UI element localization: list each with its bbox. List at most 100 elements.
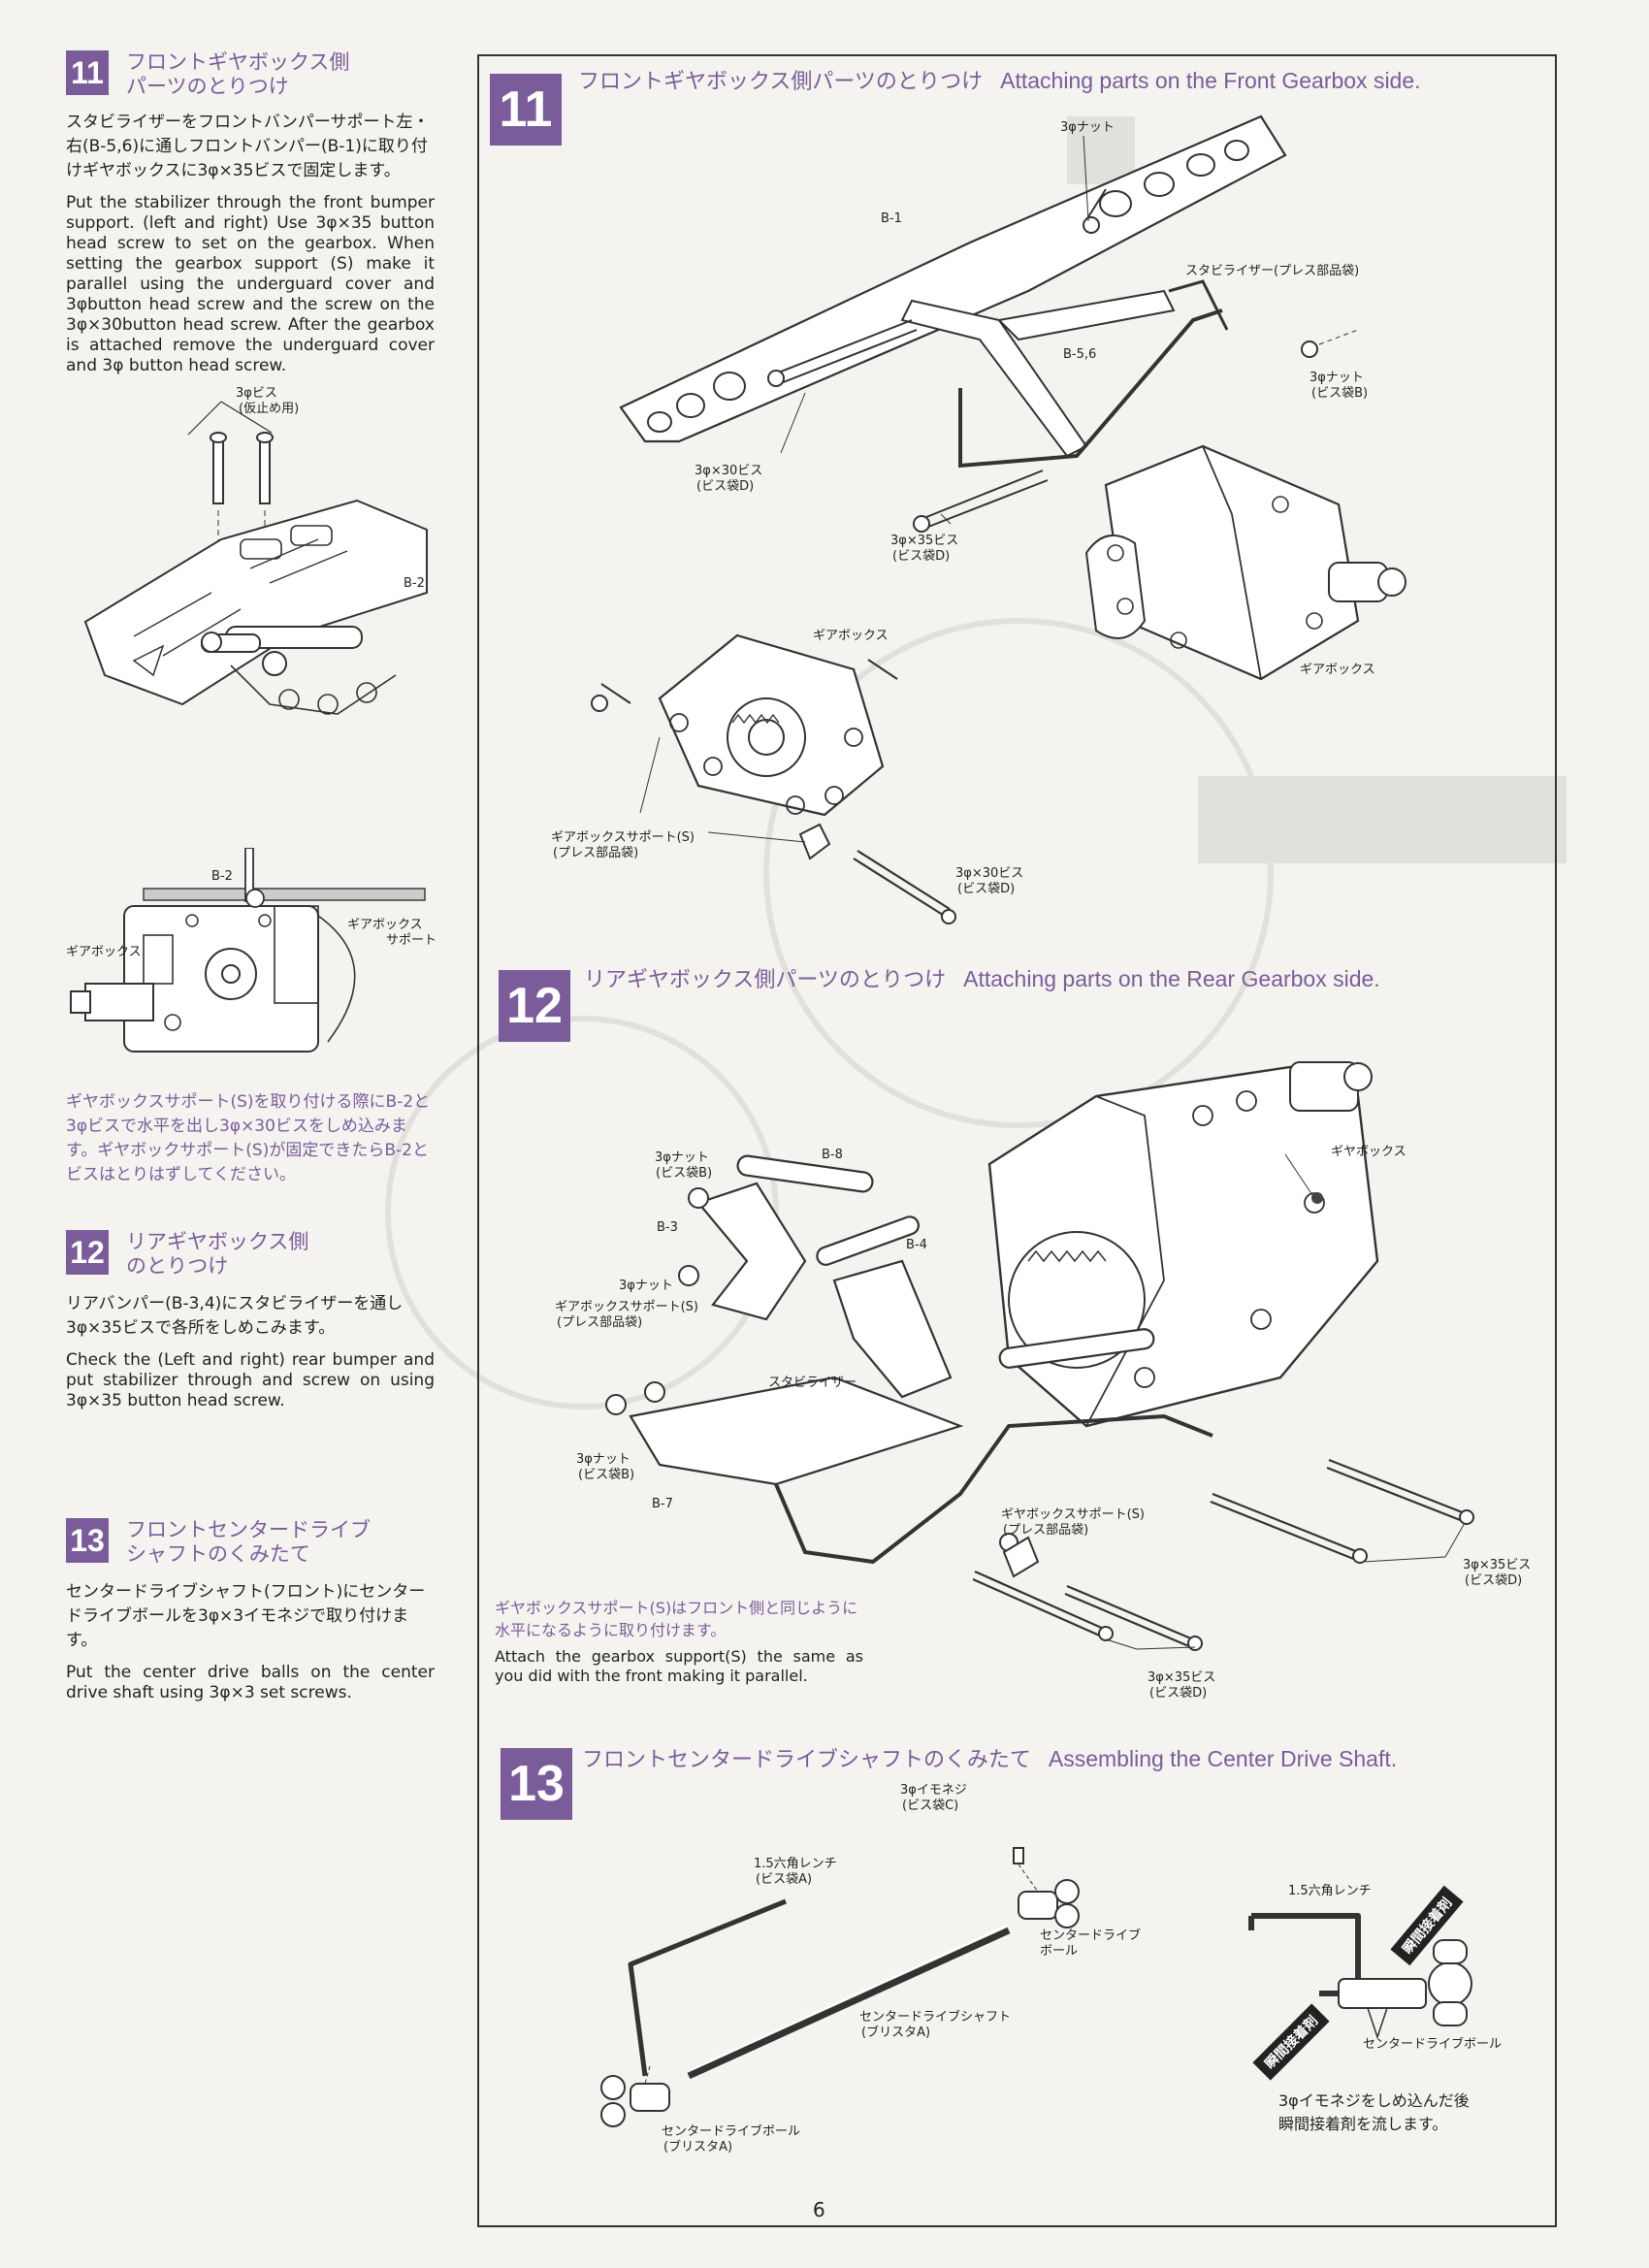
left-step-12-english-text: Check the (Left and right) rear bumper a… (66, 1350, 435, 1410)
step-11-badge: 11 (490, 74, 562, 146)
s13-shaft-bag: (ブリスタA) (861, 2025, 931, 2040)
left-step-11-badge: 11 (66, 50, 109, 95)
s12-screw35a-label: 3φ×35ビス (1463, 1558, 1532, 1572)
fig2-support-label2: サポート (386, 933, 437, 948)
left-step-13-title-line2: シャフトのくみたて (126, 1542, 310, 1566)
s12-screw35a-bag: (ビス袋D) (1465, 1573, 1523, 1588)
left-step-13-title-line1: フロントセンタードライブ (126, 1518, 371, 1541)
step-12-title: リアギヤボックス側パーツのとりつけ Attaching parts on the … (584, 962, 1380, 993)
s13-ball-right-label: センタードライブ (1040, 1928, 1142, 1943)
s13-ball-right-label2: ボール (1040, 1944, 1079, 1959)
s12-nut1-label: 3φナット (655, 1150, 709, 1165)
left-step-12-title-line2: のとりつけ (126, 1254, 229, 1278)
s11-screw30b-bag: (ビス袋D) (957, 882, 1016, 896)
step-13-title-en: Assembling the Center Drive Shaft. (1048, 1746, 1398, 1771)
s11-gearbox-right-label: ギアボックス (1300, 663, 1375, 677)
s11-nut-b-bag: (ビス袋B) (1311, 386, 1369, 401)
s13-wrench-bag: (ビス袋A) (756, 1872, 813, 1887)
diagram-frame (477, 54, 1557, 2227)
s12-b4-label: B-4 (906, 1238, 927, 1252)
s12-b3-label: B-3 (657, 1220, 678, 1235)
s12-nut3-label: 3φナット (576, 1452, 630, 1467)
left-step-11-figure-plate: 3φビス (仮止め用) B-2 (66, 384, 435, 840)
fig1-screw-note: (仮止め用) (239, 402, 300, 416)
fig1-part-label: B-2 (404, 576, 425, 591)
s13-note-line2: 瞬間接着剤を流します。 (1278, 2115, 1448, 2133)
left-step-11-title-line2: パーツのとりつけ (126, 75, 289, 98)
left-step-11-title-line1: フロントギヤボックス側 (126, 50, 350, 74)
s11-stabilizer-label: スタビライザー(プレス部品袋) (1185, 264, 1360, 278)
fig1-screw-label: 3φビス (236, 386, 277, 401)
s12-nut1-bag: (ビス袋B) (656, 1166, 713, 1181)
s12-b7-label: B-7 (652, 1497, 673, 1511)
s11-gearbox-left-label: ギアボックス (813, 629, 889, 643)
s11-support-bag: (プレス部品袋) (553, 846, 639, 860)
step-11-title: フロントギヤボックス側パーツのとりつけ Attaching parts on th… (578, 64, 1421, 95)
s11-b1-label: B-1 (881, 211, 902, 226)
s13-setscrew-bag: (ビス袋C) (902, 1798, 959, 1813)
step-13-badge: 13 (501, 1748, 572, 1820)
plate-drawing (83, 401, 428, 715)
fig2-support-label1: ギアボックス (347, 918, 423, 932)
s11-screw30-label: 3φ×30ビス (695, 464, 763, 478)
step-13-title: フロントセンタードライブシャフトのくみたて Assembling the Cent… (582, 1742, 1397, 1773)
s12-support-label: ギアボックスサポート(S) (555, 1300, 699, 1314)
step-11-title-jp: フロントギヤボックス側パーツのとりつけ (578, 70, 984, 94)
step-12-title-jp: リアギヤボックス側パーツのとりつけ (584, 968, 947, 992)
s11-screw30b-label: 3φ×30ビス (955, 866, 1024, 881)
s11-nut-label: 3φナット (1060, 120, 1115, 135)
s12-support-bag: (プレス部品袋) (557, 1315, 643, 1330)
s13-ball-center-label: センタードライブボール (1363, 2037, 1503, 2052)
s13-setscrew-label: 3φイモネジ (900, 1783, 967, 1798)
left-step-11-heading: 11 フロントギヤボックス側 パーツのとりつけ (66, 50, 435, 99)
left-step-11-note: ギヤボックスサポート(S)を取り付ける際にB-2と3φビスで水平を出し3φ×30… (66, 1092, 431, 1184)
s12-stabilizer-label: スタビライザー (768, 1376, 857, 1390)
left-step-12-heading: 12 リアギヤボックス側 のとりつけ (66, 1230, 435, 1279)
s13-wrench-label: 1.5六角レンチ (754, 1857, 837, 1871)
step-12-badge: 12 (499, 970, 570, 1042)
left-step-13-japanese-text: センタードライブシャフト(フロント)にセンタードライブボールを3φ×3イモネジで… (66, 1582, 426, 1650)
step-12-title-en: Attaching parts on the Rear Gearbox side… (963, 966, 1380, 991)
s13-wrench2-label: 1.5六角レンチ (1288, 1884, 1372, 1898)
step-12-note: ギヤボックスサポート(S)はフロント側と同じように水平になるように取り付けます。… (495, 1597, 863, 1686)
s12-screw35b-label: 3φ×35ビス (1148, 1670, 1216, 1685)
s13-shaft-label: センタードライブシャフト (859, 2010, 1012, 2025)
s13-ball-left-bag: (ブリスタA) (663, 2140, 733, 2155)
s12-nut2-label: 3φナット (619, 1279, 673, 1293)
s11-support-label: ギアボックスサポート(S) (551, 830, 695, 845)
fig2-part-label: B-2 (211, 869, 233, 884)
s11-nut-b-label: 3φナット (1310, 371, 1364, 385)
gearbox-side-drawing (70, 848, 426, 1053)
s12-screw35b-bag: (ビス袋D) (1149, 1686, 1208, 1701)
step-12-note-en: Attach the gearbox support(S) the same a… (495, 1647, 863, 1685)
s13-note-line1: 3φイモネジをしめ込んだ後 (1278, 2091, 1470, 2110)
s12-support2-bag: (プレス部品袋) (1003, 1523, 1089, 1538)
step-13-title-jp: フロントセンタードライブシャフトのくみたて (582, 1748, 1031, 1772)
fig2-gearbox-label: ギアボックス (66, 945, 142, 959)
s13-ball-left-label: センタードライブボール (662, 2124, 801, 2139)
step-12-note-jp: ギヤボックスサポート(S)はフロント側と同じように水平になるように取り付けます。 (495, 1599, 858, 1639)
step-11-title-en: Attaching parts on the Front Gearbox sid… (1000, 68, 1421, 93)
left-step-13-english-text: Put the center drive balls on the center… (66, 1663, 435, 1702)
left-step-11-japanese-text: スタビライザーをフロントバンパーサポート左・右(B-5,6)に通しフロントバンパ… (66, 113, 430, 180)
page-number: 6 (813, 2198, 825, 2221)
left-step-11-figure-gearbox: B-2 ギアボックス ギアボックス サポート (66, 848, 437, 1077)
s12-nut3-bag: (ビス袋B) (578, 1468, 635, 1482)
left-step-11-english-text: Put the stabilizer through the front bum… (66, 193, 435, 375)
left-step-13-heading: 13 フロントセンタードライブ シャフトのくみたて (66, 1518, 435, 1567)
s12-support2-label: ギヤボックスサポート(S) (1001, 1507, 1146, 1522)
left-step-12-title-line1: リアギヤボックス側 (126, 1230, 309, 1253)
s11-b56-label: B-5,6 (1063, 347, 1097, 362)
s11-screw35-bag: (ビス袋D) (892, 549, 951, 564)
left-column: 11 フロントギヤボックス側 パーツのとりつけ スタビライザーをフロントバンパー… (66, 50, 437, 1703)
left-step-12-japanese-text: リアバンパー(B-3,4)にスタビライザーを通し3φ×35ビスで各所をしめこみま… (66, 1294, 404, 1338)
s11-screw35-label: 3φ×35ビス (890, 534, 959, 548)
left-step-12-badge: 12 (66, 1230, 109, 1275)
s12-gearbox-label: ギヤボックス (1331, 1145, 1406, 1159)
left-step-13-badge: 13 (66, 1518, 109, 1563)
s12-b8-label: B-8 (822, 1148, 843, 1162)
